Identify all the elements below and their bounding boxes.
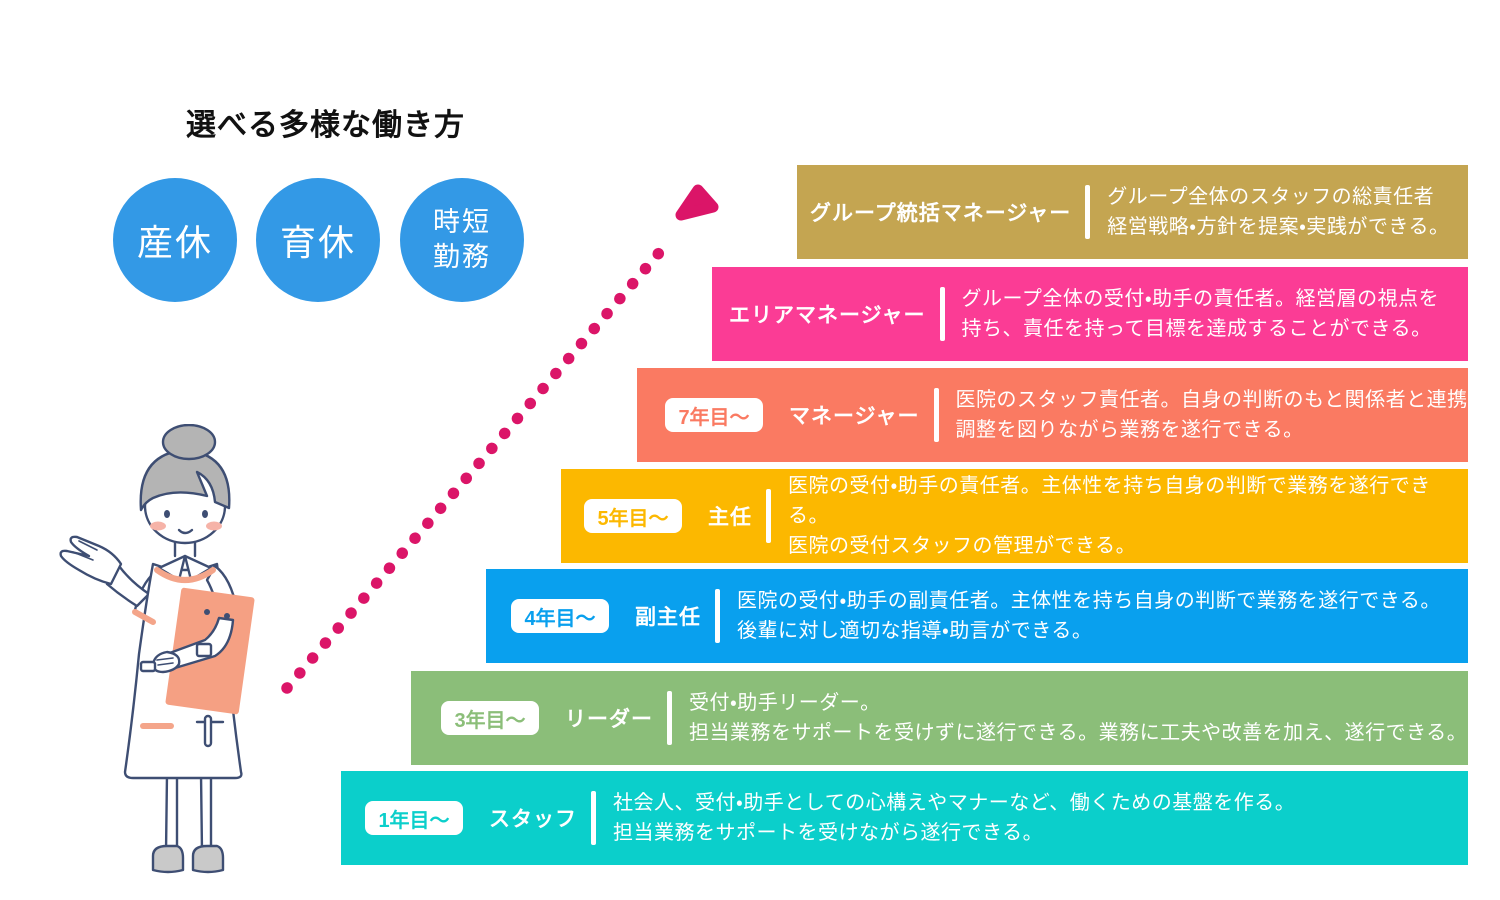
career-level-staff: 1年目〜 スタッフ 社会人、受付・助手としての心構えやマナーなど、働くための基盤…: [341, 771, 1468, 865]
level-title: 副主任: [635, 606, 701, 629]
level-description: 医院のスタッフ責任者。自身の判断のもと関係者と連携 調整を図りながら業務を遂行で…: [955, 389, 1468, 441]
career-level-group-general-manager: グループ統括マネージャー グループ全体のスタッフの総責任者 経営戦略・方針を提案…: [797, 165, 1468, 259]
level-description: 受付・助手リーダー。 担当業務をサポートを受けずに遂行できる。業務に工夫や改善を…: [689, 692, 1468, 744]
growth-arrow-icon: [281, 184, 719, 694]
work-style-label: 時短勤務: [433, 206, 491, 272]
level-title: エリアマネージャー: [729, 304, 926, 327]
level-title: グループ統括マネージャー: [810, 202, 1072, 225]
level-description: グループ全体の受付・助手の責任者。経営層の視点を 持ち、責任を持って目標を達成す…: [961, 288, 1440, 340]
years-badge: 1年目〜: [365, 801, 463, 835]
work-style-label: 産休: [136, 222, 213, 263]
level-title: スタッフ: [489, 808, 577, 831]
career-level-area-manager: エリアマネージャー グループ全体の受付・助手の責任者。経営層の視点を 持ち、責任…: [712, 267, 1468, 361]
work-style-circle-shorttime: 時短勤務: [400, 178, 524, 302]
years-badge: 5年目〜: [584, 499, 682, 533]
title-divider: [933, 388, 939, 442]
years-badge: 4年目〜: [511, 599, 609, 633]
title-divider: [939, 287, 945, 341]
level-description: 医院の受付・助手の副責任者。主体性を持ち自身の判断で業務を遂行できる。 後輩に対…: [737, 590, 1441, 642]
level-description: 医院の受付・助手の責任者。主体性を持ち自身の判断で業務を遂行できる。 医院の受付…: [788, 475, 1431, 557]
career-level-chief: 5年目〜 主任 医院の受付・助手の責任者。主体性を持ち自身の判断で業務を遂行でき…: [561, 469, 1468, 563]
title-divider: [1085, 185, 1091, 239]
title-divider: [715, 589, 720, 643]
nurse-illustration: [59, 424, 255, 874]
work-style-circle-maternity: 産休: [113, 178, 237, 302]
career-level-leader: 3年目〜 リーダー 受付・助手リーダー。 担当業務をサポートを受けずに遂行できる…: [411, 671, 1468, 765]
title-divider: [591, 791, 596, 845]
work-styles-heading: 選べる多様な働き方: [186, 109, 465, 142]
work-style-label: 育休: [279, 222, 356, 263]
level-description: 社会人、受付・助手としての心構えやマナーなど、働くための基盤を作る。 担当業務を…: [613, 792, 1296, 844]
level-title: リーダー: [565, 708, 653, 731]
years-badge: 3年目〜: [441, 701, 539, 735]
level-title: マネージャー: [789, 405, 920, 428]
career-level-deputy-chief: 4年目〜 副主任 医院の受付・助手の副責任者。主体性を持ち自身の判断で業務を遂行…: [486, 569, 1468, 663]
title-divider: [766, 489, 771, 543]
years-badge: 7年目〜: [665, 398, 763, 432]
title-divider: [667, 691, 672, 745]
career-level-manager: 7年目〜 マネージャー 医院のスタッフ責任者。自身の判断のもと関係者と連携 調整…: [637, 368, 1468, 462]
work-style-circle-childcare: 育休: [256, 178, 380, 302]
level-title: 主任: [708, 506, 752, 529]
level-description: グループ全体のスタッフの総責任者 経営戦略・方針を提案・実践ができる。: [1107, 186, 1450, 238]
